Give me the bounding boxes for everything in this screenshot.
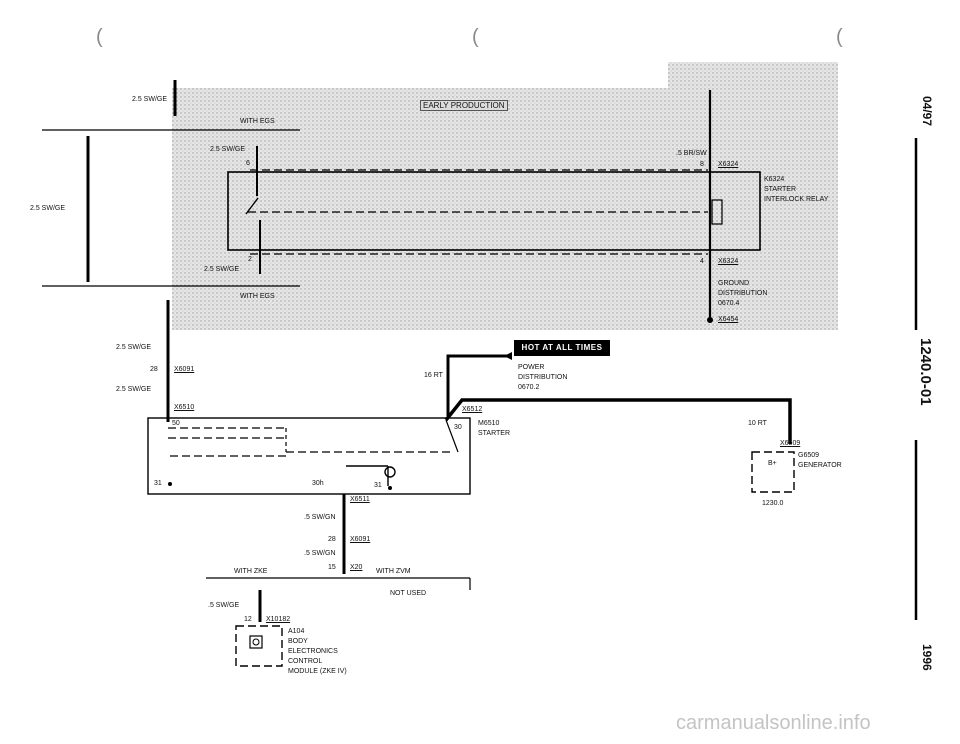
zke-module-icon [249,635,263,649]
starter-id: M6510 [478,420,500,427]
left-pin-28: 28 [150,366,158,373]
bottom-conn-x6091: X6091 [350,536,371,543]
generator-wire: 10 RT [748,420,767,427]
starter-switch [445,419,459,453]
relay-wire-top-right: .5 BR/SW [676,150,707,157]
module-id: A104 [288,628,305,635]
wire-power-feed [446,354,510,416]
with-egs-top: WITH EGS [240,118,275,125]
relay-wire-bottom-left: 2.5 SW/GE [204,266,240,273]
starter-conn-x6511: X6511 [350,496,370,503]
starter-pin-30: 30 [454,424,462,431]
relay-coil [711,199,723,225]
bottom-wire-c: .5 SW/GE [208,602,240,609]
module-name-2: ELECTRONICS [288,648,338,655]
generator-ref: 1230.0 [762,500,784,507]
early-production-label: EARLY PRODUCTION [420,100,508,111]
ground-label-2: DISTRIBUTION [718,290,768,297]
starter-wire-16rt: 16 RT [424,372,443,379]
wire-generator-feed [444,398,792,444]
left-conn-x6510: X6510 [174,404,195,411]
starter-ground-right [388,486,392,490]
relay-switch-blade [245,197,259,215]
relay-conn-bottom: X6324 [718,258,739,265]
starter-pin-50: 50 [172,420,180,427]
starter-name: STARTER [478,430,511,437]
module-name-1: BODY [288,638,308,645]
relay-name-1: STARTER [764,186,797,193]
power-arrow [504,352,512,360]
generator-name: GENERATOR [798,462,842,469]
generator-terminal: B+ [768,460,777,467]
bottom-pin-28: 28 [328,536,336,543]
bracket-wire: 2.5 SW/GE [30,205,66,212]
power-name-1: POWER [518,364,545,371]
paren-mark-1: ( [96,26,103,48]
ground-conn: X6454 [718,316,739,323]
date-code: 04/97 [920,96,934,127]
starter-pin-31b: 31 [374,482,382,489]
not-used: NOT USED [390,590,427,597]
doc-number: 1240.0-01 [917,338,934,406]
relay-box [227,171,761,251]
left-top-wire: 2.5 SW/GE [132,96,168,103]
bottom-conn-x10182: X10182 [266,616,291,623]
ground-dot [707,317,713,323]
left-conn-x6091: X6091 [174,366,195,373]
early-production-overlay [172,62,838,330]
relay-pin-4: 4 [700,258,704,265]
bottom-wire-a: .5 SW/GN [304,514,336,521]
year: 1996 [920,644,934,671]
starter-motor-icon [384,466,396,478]
ground-label-1: GROUND [718,280,750,287]
power-name-2: DISTRIBUTION [518,374,568,381]
power-ref: 0670.2 [518,384,540,391]
generator-id: G6509 [798,452,820,459]
bottom-pin-15: 15 [328,564,336,571]
module-name-4: MODULE (ZKE IV) [288,668,347,675]
relay-name-2: INTERLOCK RELAY [764,196,829,203]
bottom-wire-b: .5 SW/GN [304,550,336,557]
starter-pin-30h: 30h [312,480,324,487]
bottom-conn-x20: X20 [350,564,363,571]
starter-ground-left [168,482,172,486]
bottom-pin-12: 12 [244,616,252,623]
watermark: carmanualsonline.info [676,712,871,734]
relay-pin-6: 6 [246,160,250,167]
relay-pin-8: 8 [700,161,704,168]
relay-wire-top-left: 2.5 SW/GE [210,146,246,153]
left-wire-b: 2.5 SW/GE [116,386,152,393]
with-egs-bottom: WITH EGS [240,293,275,300]
relay-id: K6324 [764,176,785,183]
zke-module-icon-inner [252,638,260,646]
paren-mark-3: ( [836,26,843,48]
hot-at-all-times-label: HOT AT ALL TIMES [514,340,610,356]
generator-conn: X6509 [780,440,801,447]
left-wire-a: 2.5 SW/GE [116,344,152,351]
paren-mark-2: ( [472,26,479,48]
ground-ref: 0670.4 [718,300,740,307]
relay-pin-2: 2 [248,256,252,263]
generator-box [751,451,795,493]
starter-box [147,417,471,495]
zke-module-box [235,625,283,667]
starter-conn-x6512: X6512 [462,406,483,413]
starter-pin-31: 31 [154,480,162,487]
with-zke: WITH ZKE [234,568,268,575]
with-zvm: WITH ZVM [376,568,411,575]
relay-conn-top: X6324 [718,161,739,168]
module-name-3: CONTROL [288,658,323,665]
